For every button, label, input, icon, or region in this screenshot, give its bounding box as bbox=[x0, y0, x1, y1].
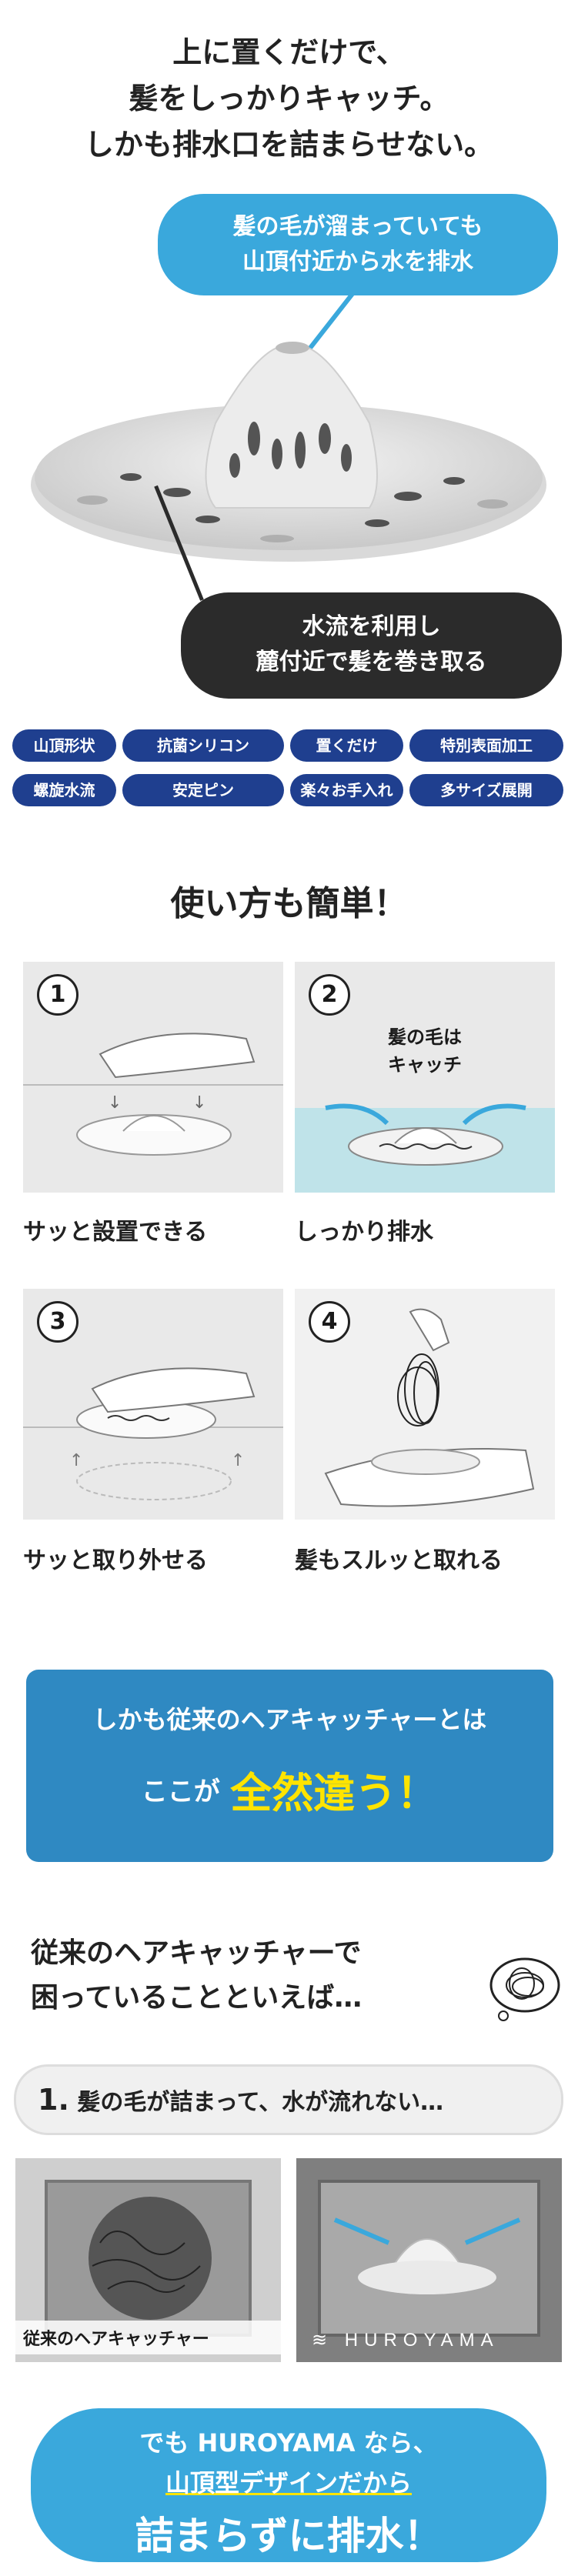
blue-callout-bubble: 髪の毛が溜まっていても 山頂付近から水を排水 bbox=[158, 194, 558, 295]
thought-bubble-icon bbox=[489, 1957, 560, 2021]
step-2-inner-line: キャッチ bbox=[388, 1054, 462, 1076]
huroyama-brand-text: HUROYAMA bbox=[344, 2330, 499, 2351]
step-4-illustration bbox=[324, 1308, 535, 1507]
conventional-label: 従来のヘアキャッチャー bbox=[15, 2321, 281, 2354]
feature-tag: 特別表面加工 bbox=[409, 729, 563, 762]
step-2-illustration bbox=[325, 1103, 526, 1166]
difference-prefix: ここが bbox=[141, 1777, 220, 1807]
step-2-inner-text: 髪の毛は キャッチ bbox=[295, 1023, 555, 1079]
blue-callout-line: 髪の毛が溜まっていても bbox=[232, 213, 483, 240]
step-3-illustration: ↑ ↑ bbox=[23, 1367, 283, 1500]
feature-tag: 安定ピン bbox=[122, 774, 284, 806]
huroyama-photo: ≋ HUROYAMA bbox=[296, 2158, 562, 2362]
step-number: 1 bbox=[37, 974, 79, 1016]
step-3-panel: 3 ↑ ↑ bbox=[23, 1289, 283, 1520]
svg-text:↓: ↓ bbox=[192, 1093, 206, 1113]
svg-text:↑: ↑ bbox=[231, 1451, 245, 1470]
step-4-panel: 4 bbox=[295, 1289, 555, 1520]
cta-line-3: 詰まらずに排水！ bbox=[135, 2514, 443, 2558]
cta-bubble: でも HUROYAMA なら、 山頂型デザインだから 詰まらずに排水！ bbox=[31, 2408, 546, 2562]
step-2-inner-line: 髪の毛は bbox=[388, 1026, 462, 1048]
step-1-caption: サッと設置できる bbox=[23, 1219, 208, 1246]
dark-callout-line: 水流を利用し bbox=[302, 613, 441, 640]
difference-line-1: しかも従来のヘアキャッチャーとは bbox=[92, 1705, 487, 1734]
problem-text: 髪の毛が詰まって、水が流れない… bbox=[77, 2089, 444, 2116]
feature-tag: 多サイズ展開 bbox=[409, 774, 563, 806]
step-1-panel: 1 ↓ ↓ bbox=[23, 962, 283, 1193]
huroyama-brand: ≋ HUROYAMA bbox=[312, 2329, 499, 2351]
problems-heading: 従来のヘアキャッチャーで 困っていることといえば… bbox=[31, 1931, 362, 2020]
hair-catcher-product-image bbox=[31, 342, 546, 562]
problems-heading-line: 困っていることといえば… bbox=[31, 1982, 363, 2014]
hero-heading-line: 髪をしっかりキャッチ。 bbox=[129, 82, 449, 115]
svg-text:↑: ↑ bbox=[69, 1451, 83, 1470]
hero-heading-line: 上に置くだけで、 bbox=[172, 35, 406, 69]
svg-text:↓: ↓ bbox=[108, 1093, 122, 1113]
step-number: 2 bbox=[309, 974, 350, 1016]
cta-line-1: でも HUROYAMA なら、 bbox=[139, 2428, 438, 2458]
step-4-caption: 髪もスルッと取れる bbox=[295, 1547, 503, 1574]
problem-number: 1. bbox=[38, 2083, 69, 2117]
difference-emphasis: 全然違う！ bbox=[230, 1769, 439, 1817]
conventional-catcher-photo: 従来のヘアキャッチャー bbox=[15, 2158, 281, 2362]
problem-speech-bubble: 1. 髪の毛が詰まって、水が流れない… bbox=[14, 2064, 563, 2135]
huroyama-drain-image bbox=[296, 2158, 562, 2362]
step-3-caption: サッと取り外せる bbox=[23, 1547, 208, 1574]
feature-tag: 山頂形状 bbox=[12, 729, 116, 762]
step-number: 3 bbox=[37, 1301, 79, 1343]
dark-callout-bubble: 水流を利用し 麓付近で髪を巻き取る bbox=[181, 592, 562, 699]
feature-tag: 螺旋水流 bbox=[12, 774, 116, 806]
problems-heading-line: 従来のヘアキャッチャーで bbox=[31, 1937, 362, 1969]
howto-title: 使い方も簡単！ bbox=[170, 884, 408, 923]
step-1-illustration: ↓ ↓ bbox=[23, 1033, 283, 1156]
step-2-caption: しっかり排水 bbox=[295, 1219, 433, 1246]
cta-line-2: 山頂型デザインだから bbox=[165, 2468, 412, 2498]
feature-tags: 山頂形状 抗菌シリコン 置くだけ 特別表面加工 螺旋水流 安定ピン 楽々お手入れ… bbox=[12, 729, 566, 806]
step-2-panel: 2 髪の毛は キャッチ bbox=[295, 962, 555, 1193]
feature-tag: 楽々お手入れ bbox=[290, 774, 403, 806]
difference-line-2: ここが 全然違う！ bbox=[26, 1759, 553, 1820]
hero-heading: 上に置くだけで、 髪をしっかりキャッチ。 しかも排水口を詰まらせない。 bbox=[0, 29, 578, 168]
feature-tag: 置くだけ bbox=[290, 729, 403, 762]
difference-banner: しかも従来のヘアキャッチャーとは ここが 全然違う！ bbox=[26, 1670, 553, 1862]
blue-callout-line: 山頂付近から水を排水 bbox=[242, 249, 473, 275]
wave-icon: ≋ bbox=[312, 2330, 334, 2351]
step-number: 4 bbox=[309, 1301, 350, 1343]
dark-callout-line: 麓付近で髪を巻き取る bbox=[256, 649, 487, 676]
feature-tag: 抗菌シリコン bbox=[122, 729, 284, 762]
hero-heading-line: しかも排水口を詰まらせない。 bbox=[84, 128, 494, 162]
